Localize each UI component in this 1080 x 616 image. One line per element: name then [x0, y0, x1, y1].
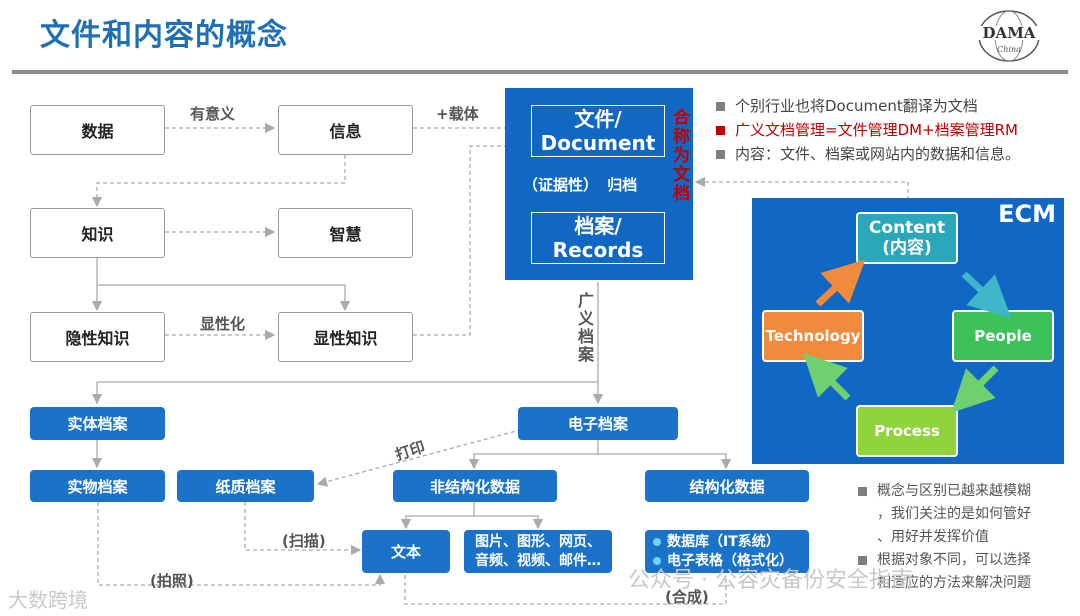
- bullet-dot: [653, 537, 661, 546]
- label-carrier: +载体: [436, 105, 479, 123]
- label-photo: (拍照): [150, 572, 194, 590]
- data-box: 数据: [30, 105, 165, 155]
- note-3: 内容：文件、档案或网站内的数据和信息。: [735, 145, 1021, 163]
- records-cn: 档案/: [574, 214, 622, 238]
- label-explicitize: 显性化: [200, 315, 246, 333]
- wisdom-box: 智慧: [278, 208, 413, 258]
- label-scan: (扫描): [282, 532, 326, 550]
- media-line-1: 图片、图形、网页、: [475, 533, 601, 550]
- dama-logo: DAMA China: [975, 10, 1043, 62]
- process-box: Process: [856, 405, 958, 457]
- watermark-left: 大数跨境: [8, 588, 88, 612]
- media-line-2: 音频、视频、邮件…: [475, 552, 601, 569]
- label-meaningful: 有意义: [190, 105, 236, 123]
- note-1: 个别行业也将Document翻译为文档: [735, 97, 978, 115]
- ecm-arrows: [803, 259, 1012, 413]
- sheet-label: 电子表格（格式化）: [667, 552, 793, 569]
- bullet-dot: [653, 556, 661, 565]
- notes-top: 个别行业也将Document翻译为文档 广义文档管理=文件管理DM+档案管理RM…: [716, 94, 1020, 166]
- page-title: 文件和内容的概念: [40, 18, 288, 53]
- watermark-right: 公众号 · 公容灾备份安全指南: [628, 568, 913, 593]
- svg-text:China: China: [997, 45, 1021, 54]
- structured-data-box: 结构化数据: [645, 470, 809, 502]
- db-label: 数据库（IT系统）: [667, 533, 780, 550]
- notes-bottom: 概念与区别已越来越模糊 ，我们关注的是如何管好 、用好并发挥价值 根据对象不同，…: [858, 480, 1031, 595]
- label-synth: (合成): [665, 588, 709, 606]
- note2-4: 根据对象不同，可以选择: [877, 552, 1031, 568]
- note2-1: 概念与区别已越来越模糊: [877, 483, 1031, 499]
- note-2: 广义文档管理=文件管理DM+档案管理RM: [735, 121, 1018, 139]
- structured-types-box: 数据库（IT系统） 电子表格（格式化）: [645, 530, 809, 573]
- explicit-knowledge-box: 显性知识: [278, 312, 413, 362]
- document-cn: 文件/: [574, 107, 622, 131]
- document-records-panel: 文件/ Document （证据性） 归档 档案/ Records 合称为文档: [505, 88, 693, 280]
- note2-2: ，我们关注的是如何管好: [877, 506, 1031, 522]
- note2-3: 、用好并发挥价值: [877, 529, 989, 545]
- paper-archive-box: 纸质档案: [177, 470, 314, 502]
- ecm-label: ECM: [998, 200, 1056, 228]
- text-box: 文本: [362, 530, 450, 573]
- content-en: Content: [868, 218, 946, 238]
- content-cn: (内容): [882, 238, 932, 258]
- records-box: 档案/ Records: [531, 212, 665, 264]
- archive-label: 归档: [607, 176, 638, 194]
- physical-archive-box: 实体档案: [30, 407, 165, 440]
- collective-label: 合称为文档: [669, 108, 689, 203]
- broad-archive-label: 广义档案: [575, 292, 594, 364]
- media-box: 图片、图形、网页、 音频、视频、邮件…: [464, 530, 612, 573]
- note2-5: 相适应的方法来解决问题: [877, 575, 1031, 591]
- document-en: Document: [540, 131, 656, 155]
- document-box: 文件/ Document: [531, 105, 665, 157]
- records-en: Records: [552, 238, 644, 262]
- unstructured-data-box: 非结构化数据: [393, 470, 557, 502]
- ecm-panel: ECM Content (内容) Technology People Proce…: [752, 198, 1064, 464]
- title-divider: [12, 70, 1068, 74]
- knowledge-box: 知识: [30, 208, 165, 258]
- object-archive-box: 实物档案: [30, 470, 165, 502]
- electronic-archive-box: 电子档案: [518, 407, 678, 440]
- people-box: People: [952, 310, 1054, 362]
- content-box: Content (内容): [856, 212, 958, 264]
- tacit-knowledge-box: 隐性知识: [30, 312, 165, 362]
- evidence-label: （证据性）: [523, 176, 599, 194]
- info-box: 信息: [278, 105, 413, 155]
- svg-text:DAMA: DAMA: [983, 24, 1036, 42]
